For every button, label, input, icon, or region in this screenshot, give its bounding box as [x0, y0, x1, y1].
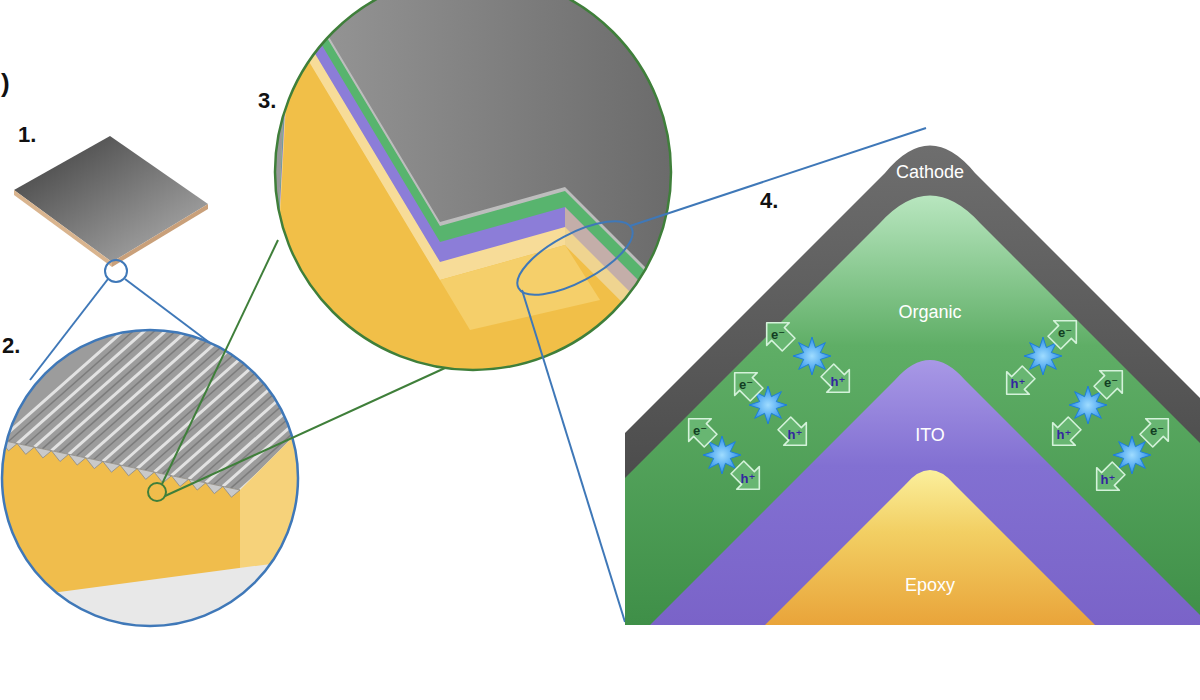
ridge-tooth — [137, 469, 154, 480]
layer-label: ITO — [915, 425, 945, 446]
ridge-tooth — [103, 461, 120, 472]
charge-arrow: e⁻ — [1140, 413, 1174, 447]
callout-number: 4. — [760, 188, 778, 214]
layer-label: Epoxy — [905, 575, 955, 596]
zoom-line — [522, 290, 625, 622]
charge-label: e⁻ — [739, 378, 753, 391]
zoom-circle — [275, 0, 671, 370]
ridge-line — [17, 214, 277, 444]
arrow-shape — [1089, 359, 1134, 404]
arrow-shape — [1135, 407, 1180, 452]
charge-arrow: h⁺ — [778, 417, 812, 451]
charge-arrow: h⁺ — [821, 364, 855, 398]
exciton-star — [793, 337, 831, 375]
arrow-outline — [773, 412, 818, 457]
ridge-tooth — [69, 454, 86, 465]
charge-arrow: h⁺ — [1091, 462, 1125, 496]
arrow-shape — [723, 361, 768, 406]
arrow-outline — [1089, 359, 1134, 404]
callout-number: 3. — [258, 88, 276, 114]
charge-arrow: e⁻ — [1094, 365, 1128, 399]
arrow-shape — [677, 407, 722, 452]
arrow-outline — [677, 407, 722, 452]
charge-arrow: e⁻ — [683, 413, 717, 447]
charge-label: h⁺ — [741, 472, 756, 485]
arrow-outline — [726, 456, 771, 501]
charge-arrow: h⁺ — [731, 461, 765, 495]
arrow-outline — [1085, 457, 1130, 502]
charge-label: h⁺ — [1101, 473, 1116, 486]
charge-label: h⁺ — [1011, 377, 1026, 390]
zoom-circle — [2, 330, 298, 626]
charge-arrow: e⁻ — [729, 367, 763, 401]
arrow-outline — [723, 361, 768, 406]
ridge-tooth — [206, 483, 223, 494]
layer-shape — [625, 125, 1200, 625]
zoom-circle — [148, 483, 166, 501]
ridge-tooth — [34, 447, 51, 458]
layer-band — [650, 360, 1200, 625]
layer-label: Organic — [898, 302, 961, 323]
charge-label: h⁺ — [1057, 428, 1072, 441]
ridge-tooth — [86, 458, 103, 469]
charge-label: e⁻ — [1104, 376, 1118, 389]
charge-arrow: e⁻ — [1048, 315, 1082, 349]
charge-label: e⁻ — [1150, 424, 1164, 437]
arrow-outline — [755, 311, 800, 356]
callout-number: 1. — [18, 122, 36, 148]
ridge-line — [51, 221, 311, 451]
ridge-tooth — [17, 444, 34, 455]
zoom-ellipse — [507, 207, 643, 309]
device-plate — [14, 136, 208, 267]
charge-arrow: e⁻ — [761, 317, 795, 351]
zoom-line — [165, 368, 445, 496]
ridge-line — [34, 217, 294, 447]
arrow-shape — [755, 311, 800, 356]
charge-label: h⁺ — [831, 375, 846, 388]
arrow-shape — [1085, 457, 1130, 502]
epoxy-layer: Epoxy — [625, 125, 1200, 625]
arrow-shape — [995, 361, 1040, 406]
zoom-line — [162, 240, 278, 484]
arrow-outline — [1135, 407, 1180, 452]
charge-label: e⁻ — [771, 328, 785, 341]
layer-band — [625, 196, 1200, 626]
ridge-tooth — [51, 451, 68, 462]
layer-band — [765, 470, 1095, 625]
arrow-outline — [1041, 412, 1086, 457]
charge-arrow: h⁺ — [1001, 366, 1035, 400]
arrow-outline — [816, 359, 861, 404]
charge-label: e⁻ — [693, 424, 707, 437]
charge-label: e⁻ — [1058, 326, 1072, 339]
arrow-shape — [726, 456, 771, 501]
callout-number: 2. — [2, 333, 20, 359]
arrow-outline — [995, 361, 1040, 406]
charge-label: h⁺ — [788, 428, 803, 441]
layered-groove — [270, 0, 680, 400]
ridge-tooth — [171, 476, 188, 487]
ridge-tooth — [120, 465, 137, 476]
ridge-tooth — [0, 440, 17, 451]
charge-arrow: h⁺ — [1047, 417, 1081, 451]
arrow-shape — [816, 359, 861, 404]
ridge-line — [0, 210, 260, 440]
ridge-tooth — [223, 486, 240, 497]
layer-label: Cathode — [896, 162, 964, 183]
arrow-shape — [773, 412, 818, 457]
zoom-circle — [105, 260, 127, 282]
arrow-outline — [1043, 309, 1088, 354]
callout-number: ) — [1, 68, 10, 99]
arrow-shape — [1043, 309, 1088, 354]
layer-band — [625, 146, 1200, 626]
arrow-shape — [1041, 412, 1086, 457]
